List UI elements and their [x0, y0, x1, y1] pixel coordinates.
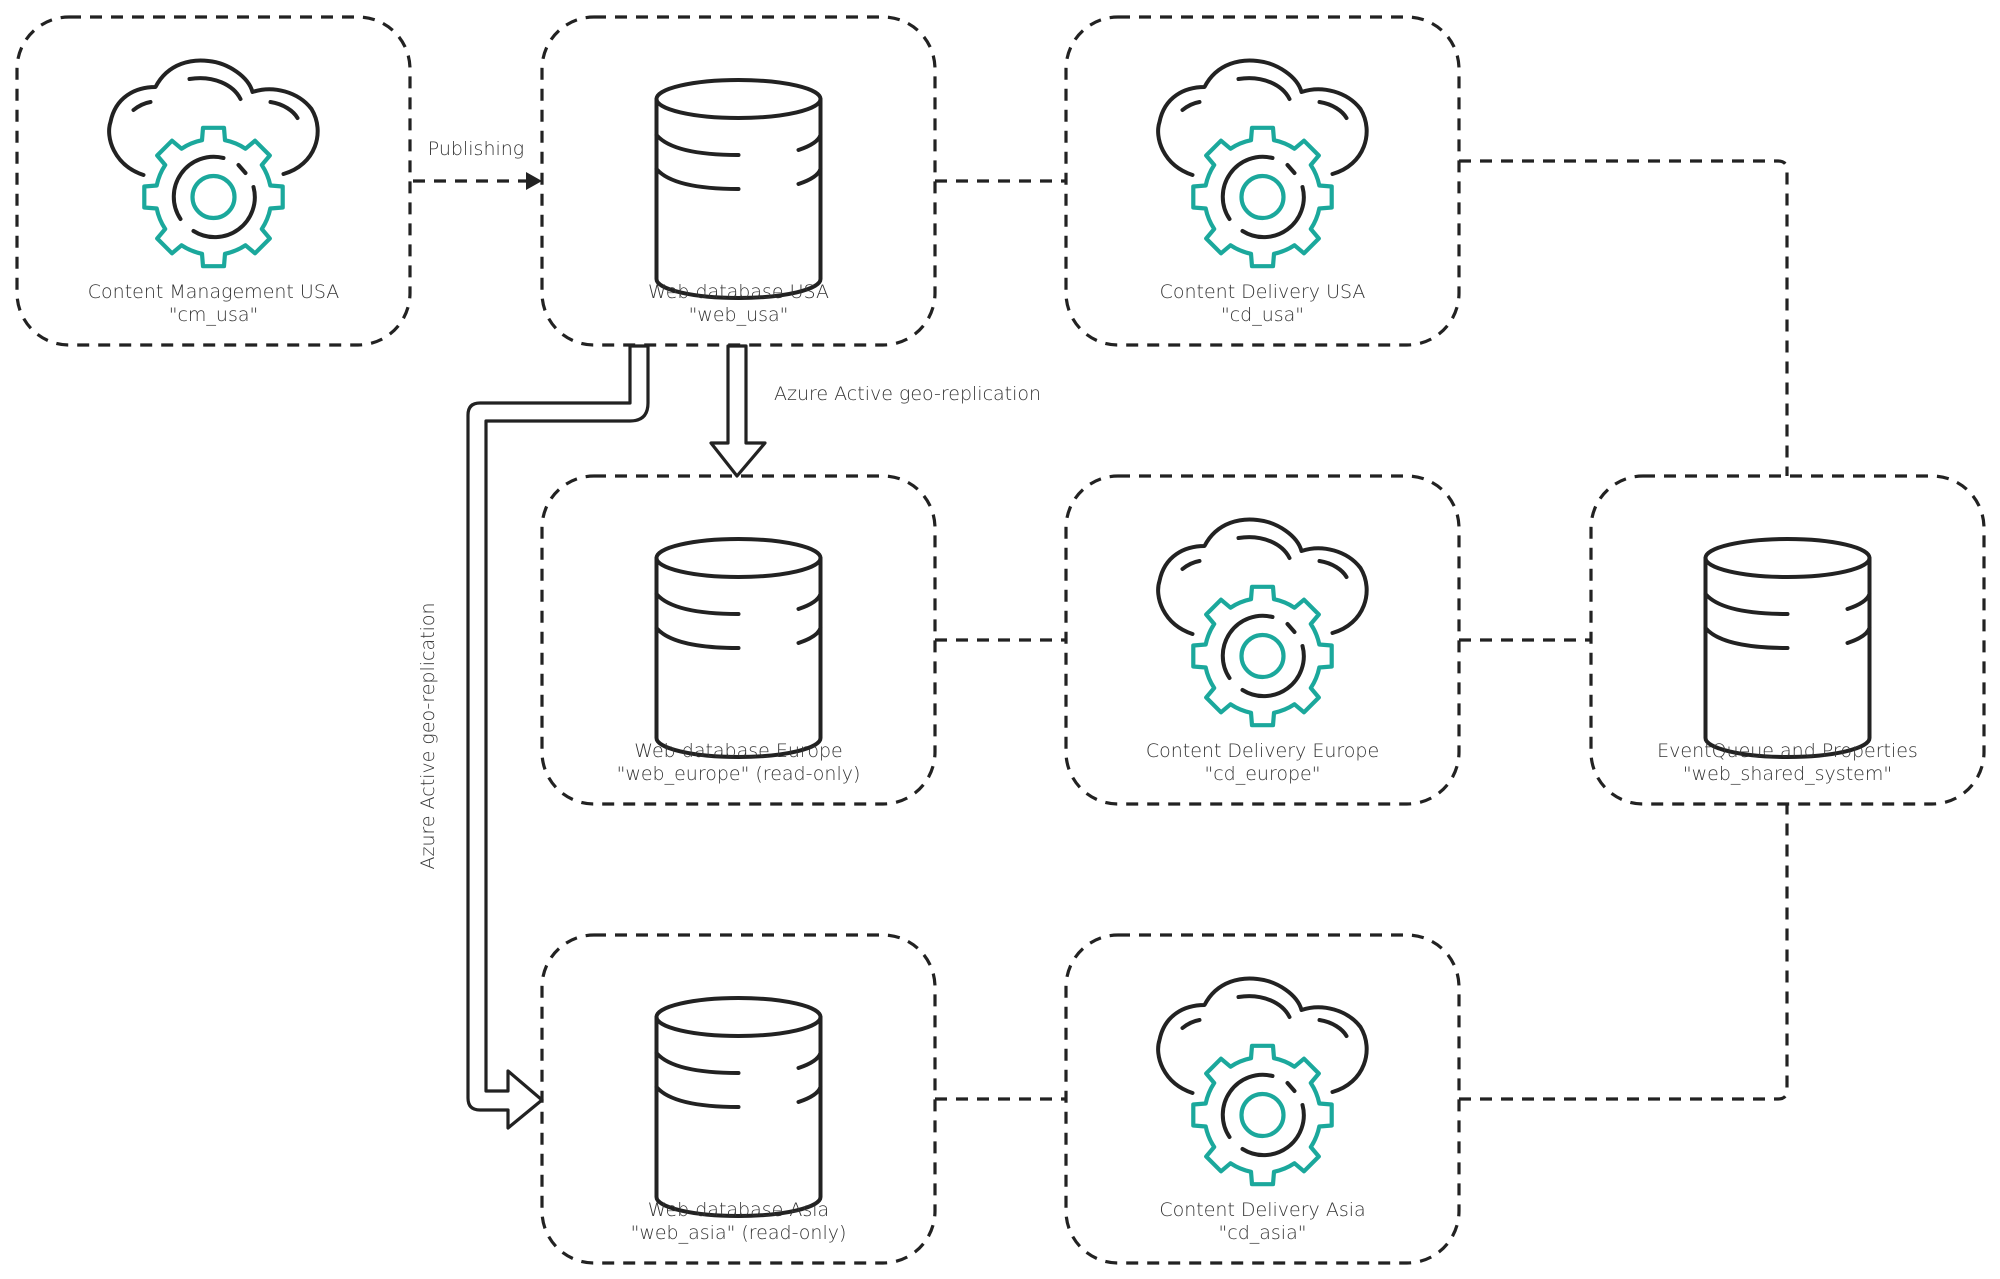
- database-icon: [1703, 537, 1872, 759]
- node-web-asia: Web database Asia"web_asia" (read-only): [540, 933, 937, 1265]
- node-subtitle: "web_usa": [689, 304, 789, 326]
- node-title: Content Delivery Asia: [1159, 1199, 1365, 1221]
- node-title: Content Management USA: [88, 281, 339, 303]
- node-cm-usa: Content Management USA"cm_usa": [15, 15, 412, 347]
- cloud-gear-icon: [1158, 519, 1367, 725]
- node-web-shared-system: EventQueue and Properties"web_shared_sys…: [1589, 474, 1986, 806]
- node-title: Content Delivery USA: [1160, 281, 1366, 303]
- node-box: [1064, 474, 1461, 806]
- cloud-gear-icon: [1158, 60, 1367, 266]
- geo-replication-arrow-asia: [466, 344, 650, 1130]
- node-subtitle: "web_shared_system": [1683, 763, 1892, 785]
- connector-cd-asia-shared: [1459, 804, 1789, 1101]
- node-box: [540, 933, 937, 1265]
- node-box: [540, 474, 937, 806]
- node-subtitle: "cd_europe": [1205, 763, 1321, 785]
- node-box: [1064, 933, 1461, 1265]
- node-title: Web database Asia: [648, 1199, 829, 1221]
- node-web-usa: Web database USA"web_usa": [540, 15, 937, 347]
- database-icon: [654, 78, 823, 300]
- node-cd-usa: Content Delivery USA"cd_usa": [1064, 15, 1461, 347]
- node-web-europe: Web database Europe"web_europe" (read-on…: [540, 474, 937, 806]
- node-subtitle: "cm_usa": [169, 304, 259, 326]
- publishing-label: Publishing: [428, 138, 524, 160]
- database-icon: [654, 996, 823, 1218]
- geo-replication-arrow-europe: [709, 344, 767, 478]
- node-box: [1064, 15, 1461, 347]
- geo-replication-label-europe: Azure Active geo-replication: [774, 383, 1041, 405]
- node-box: [15, 15, 412, 347]
- node-subtitle: "web_europe" (read-only): [617, 763, 861, 785]
- node-title: Web database USA: [648, 281, 829, 303]
- cloud-gear-icon: [1158, 978, 1367, 1184]
- node-box: [540, 15, 937, 347]
- node-title: Content Delivery Europe: [1146, 740, 1379, 762]
- node-title: Web database Europe: [634, 740, 842, 762]
- node-subtitle: "web_asia" (read-only): [631, 1222, 847, 1244]
- node-box: [1589, 474, 1986, 806]
- geo-replication-label-asia: Azure Active geo-replication: [417, 602, 439, 869]
- publishing-arrow: [413, 172, 542, 190]
- connector-cd-usa-shared: [1459, 159, 1789, 476]
- database-icon: [654, 537, 823, 759]
- node-title: EventQueue and Properties: [1657, 740, 1918, 762]
- node-cd-asia: Content Delivery Asia"cd_asia": [1064, 933, 1461, 1265]
- node-subtitle: "cd_asia": [1219, 1222, 1307, 1244]
- node-subtitle: "cd_usa": [1221, 304, 1304, 326]
- node-cd-europe: Content Delivery Europe"cd_europe": [1064, 474, 1461, 806]
- cloud-gear-icon: [109, 60, 318, 266]
